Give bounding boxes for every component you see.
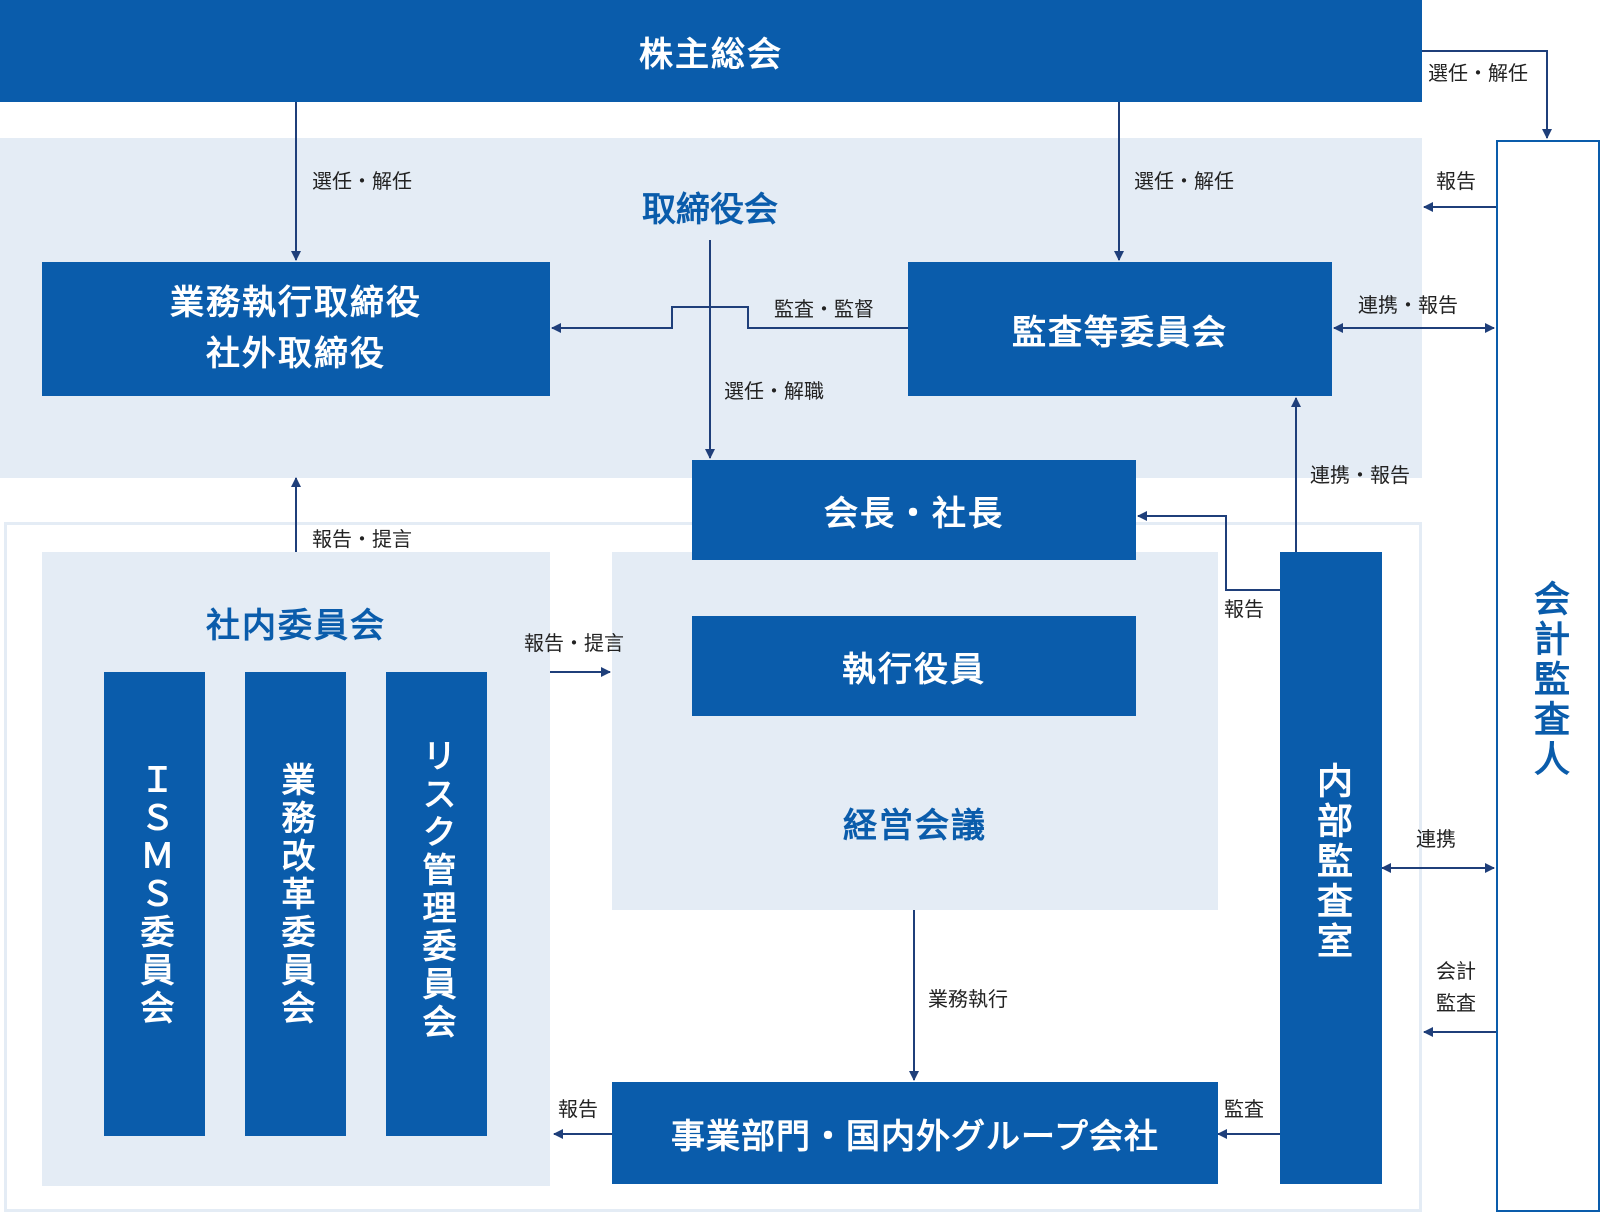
shareholders-box: 株主総会	[0, 0, 1422, 102]
label-appoint-dismiss-mid: 選任・解任	[1134, 169, 1234, 193]
label-coop-report-audit-acct: 連携・報告	[1358, 293, 1458, 317]
label-accounting-audit-2: 監査	[1436, 991, 1476, 1015]
internal-audit-box: 内部監査室	[1280, 552, 1382, 1184]
accounting-auditor-box: 会計監査人	[1496, 140, 1600, 1212]
isms-committee-box: ＩＳＭＳ委員会	[104, 672, 205, 1136]
label-report-internal-president: 報告	[1224, 597, 1264, 621]
label-report-propose-right: 報告・提言	[524, 631, 624, 655]
label-appoint-dismiss-officers: 選任・解職	[724, 379, 824, 403]
edge-shareholders-to-accounting-auditor	[1422, 50, 1552, 139]
internal-audit-label: 内部監査室	[1311, 762, 1352, 962]
label-coop: 連携	[1416, 827, 1456, 851]
label-accounting-audit-1: 会計	[1436, 959, 1476, 983]
business-reform-committee-label: 業務改革委員会	[275, 762, 315, 1028]
audit-committee-box: 監査等委員会	[908, 262, 1332, 396]
accounting-auditor-label: 会計監査人	[1528, 580, 1569, 780]
business-units-box: 事業部門・国内外グループ会社	[612, 1082, 1218, 1184]
isms-committee-label: ＩＳＭＳ委員会	[134, 762, 174, 1028]
edge-internal-audit-to-president	[1137, 511, 1280, 591]
risk-management-committee-label: リスク管理委員会	[416, 738, 456, 1042]
label-report-units: 報告	[558, 1097, 598, 1121]
label-report-propose-up: 報告・提言	[312, 527, 412, 551]
exec-directors-label: 業務執行取締役	[170, 283, 422, 323]
internal-committees-title: 社内委員会	[206, 606, 386, 646]
exec-officers-box: 執行役員	[692, 616, 1136, 716]
exec-officers-label: 執行役員	[842, 649, 986, 690]
label-coop-report-internal: 連携・報告	[1310, 463, 1410, 487]
label-audit-supervise: 監査・監督	[774, 297, 874, 321]
label-audit: 監査	[1224, 1097, 1264, 1121]
business-reform-committee-box: 業務改革委員会	[245, 672, 346, 1136]
management-meeting-panel	[612, 552, 1218, 910]
label-business-execution: 業務執行	[928, 987, 1008, 1011]
label-report-top-right: 報告	[1436, 169, 1476, 193]
president-label: 会長・社長	[824, 493, 1004, 534]
risk-management-committee-box: リスク管理委員会	[386, 672, 487, 1136]
shareholders-label: 株主総会	[639, 34, 783, 75]
board-title: 取締役会	[642, 190, 778, 230]
audit-committee-label: 監査等委員会	[1012, 312, 1228, 353]
president-box: 会長・社長	[692, 460, 1136, 560]
label-appoint-dismiss-right: 選任・解任	[1428, 61, 1528, 85]
label-appoint-dismiss-left: 選任・解任	[312, 169, 412, 193]
management-meeting-title: 経営会議	[843, 806, 987, 846]
exec-directors-box: 業務執行取締役 社外取締役	[42, 262, 550, 396]
outside-directors-label: 社外取締役	[206, 334, 386, 374]
business-units-label: 事業部門・国内外グループ会社	[671, 1116, 1159, 1157]
